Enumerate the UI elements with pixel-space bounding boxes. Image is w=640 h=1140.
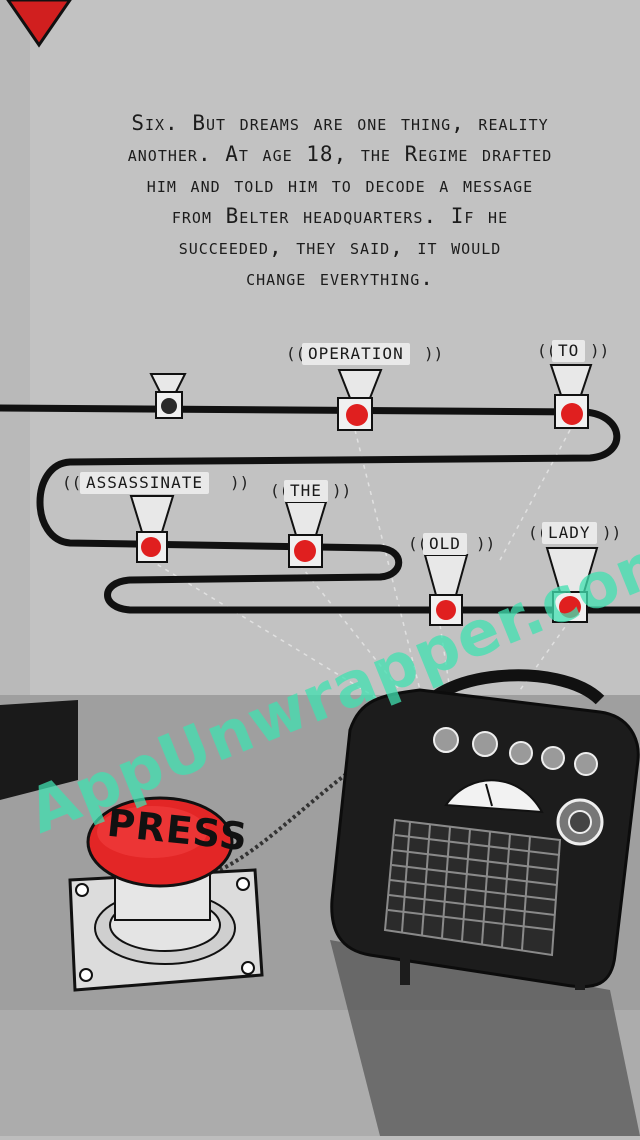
radio-shadow	[330, 940, 640, 1136]
bulb-4[interactable]	[284, 501, 328, 568]
bulb-label-lady: LADY	[542, 522, 597, 544]
bulb-label-assassinate: ASSASSINATE	[80, 472, 209, 494]
sound-mark: ))	[602, 523, 622, 542]
bulb-label-the: THE	[284, 480, 328, 502]
wall-shade-left	[0, 0, 30, 700]
button-cable	[219, 773, 347, 872]
bulb-label-old: OLD	[423, 533, 467, 555]
story-text: Six. But dreams are one thing, reality a…	[60, 108, 620, 294]
sound-mark: ((	[537, 341, 557, 360]
red-down-triangle-icon[interactable]	[6, 0, 72, 48]
sound-mark: ))	[590, 341, 610, 360]
bulb-label-to: TO	[552, 340, 586, 362]
story-line: succeeded, they said, it would	[178, 235, 502, 259]
story-line: him and told him to decode a message	[146, 173, 534, 197]
bulb-2[interactable]	[549, 364, 593, 429]
sound-mark: ((	[408, 534, 428, 553]
radio-icon[interactable]	[330, 669, 640, 990]
story-line: another. At age 18, the Regime drafted	[127, 142, 553, 166]
sound-mark: ))	[332, 481, 352, 500]
dark-block	[0, 700, 78, 800]
bulb-label-operation: OPERATION	[302, 343, 410, 365]
bulb-1[interactable]	[337, 369, 383, 431]
sound-mark: ))	[230, 473, 250, 492]
cable	[0, 404, 640, 614]
signal-lines	[149, 429, 571, 701]
bulb-0[interactable]	[149, 373, 187, 419]
bulb-6[interactable]	[545, 547, 599, 623]
press-button[interactable]	[68, 796, 264, 992]
story-line: change everything.	[246, 266, 434, 290]
sound-mark: ))	[424, 344, 444, 363]
sound-mark: ((	[62, 473, 82, 492]
story-line: Six. But dreams are one thing, reality	[131, 111, 549, 135]
sound-mark: ))	[476, 534, 496, 553]
story-line: from Belter headquarters. If he	[171, 204, 509, 228]
sound-mark: ((	[286, 344, 306, 363]
speaker-grille	[383, 818, 562, 957]
bulb-3[interactable]	[129, 495, 175, 563]
bulb-5[interactable]	[423, 554, 469, 626]
